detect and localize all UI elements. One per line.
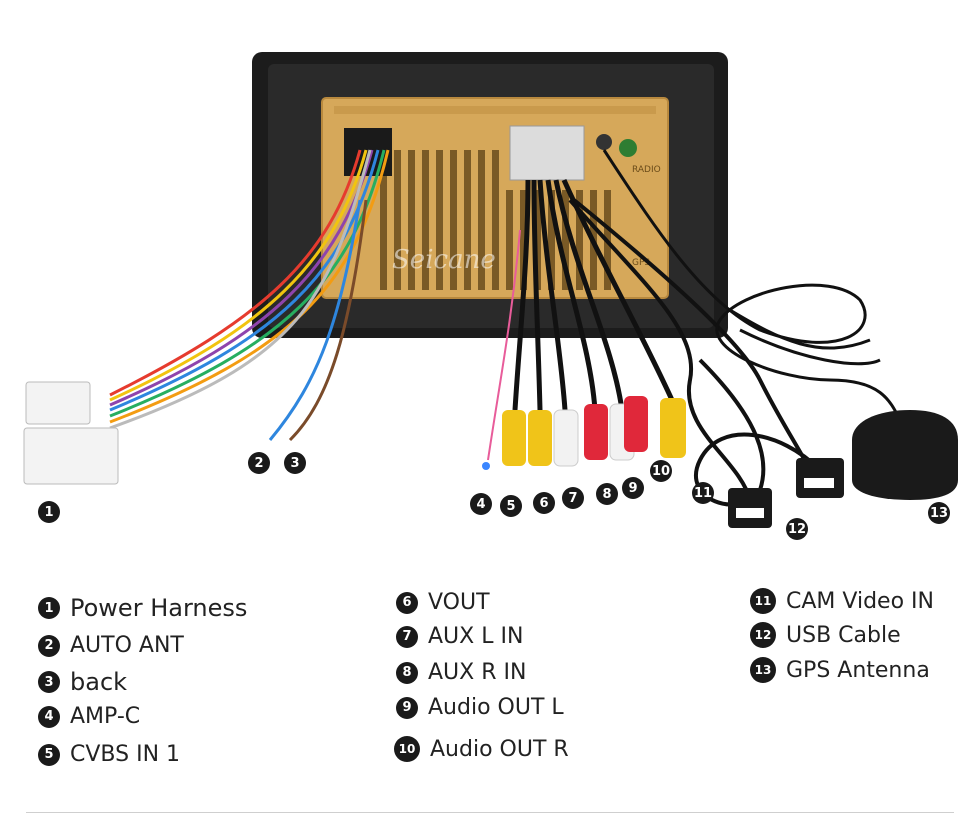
legend-label: USB Cable bbox=[786, 622, 901, 648]
callout-9: 9 bbox=[622, 477, 644, 499]
legend-number: 9 bbox=[396, 696, 418, 719]
watermark: Seicane bbox=[392, 245, 496, 275]
legend-item-11: 11 CAM Video IN bbox=[750, 588, 934, 614]
legend-item-12: 12 USB Cable bbox=[750, 622, 901, 648]
legend-number: 8 bbox=[396, 661, 418, 684]
gps-cable bbox=[602, 149, 902, 421]
legend-number: 7 bbox=[396, 625, 418, 648]
rca-plugs bbox=[482, 396, 686, 470]
legend-label: AUTO ANT bbox=[70, 633, 184, 658]
legend-number: 4 bbox=[38, 705, 60, 728]
legend-item-10: 10 Audio OUT R bbox=[394, 736, 569, 762]
legend-number: 13 bbox=[750, 657, 776, 683]
legend-number: 10 bbox=[394, 736, 420, 762]
usb-cables bbox=[568, 198, 822, 507]
callout-2: 2 bbox=[248, 452, 270, 474]
radio-port bbox=[619, 139, 637, 157]
antenna-port bbox=[596, 134, 612, 150]
legend-item-9: 9 Audio OUT L bbox=[396, 695, 564, 720]
legend-item-13: 13 GPS Antenna bbox=[750, 657, 930, 683]
legend-label: Audio OUT L bbox=[428, 695, 564, 720]
callout-6: 6 bbox=[533, 492, 555, 514]
aux-connector bbox=[509, 125, 585, 181]
legend-label: VOUT bbox=[428, 590, 490, 615]
legend-label: back bbox=[70, 668, 128, 696]
legend-label: CAM Video IN bbox=[786, 588, 934, 614]
legend-number: 3 bbox=[38, 671, 60, 693]
callout-8: 8 bbox=[596, 483, 618, 505]
legend-number: 2 bbox=[38, 634, 60, 657]
legend-label: Audio OUT R bbox=[430, 736, 569, 762]
legend-label: AUX L IN bbox=[428, 624, 524, 649]
gps-label: GPS bbox=[632, 258, 650, 268]
legend-label: AUX R IN bbox=[428, 660, 527, 685]
legend-item-8: 8 AUX R IN bbox=[396, 660, 526, 685]
callout-7: 7 bbox=[562, 487, 584, 509]
callout-13: 13 bbox=[928, 502, 950, 524]
callout-1: 1 bbox=[38, 501, 60, 523]
callout-3: 3 bbox=[284, 452, 306, 474]
gps-antenna bbox=[852, 410, 958, 500]
harness-plugs bbox=[23, 381, 119, 485]
legend-item-5: 5 CVBS IN 1 bbox=[38, 742, 180, 767]
legend-item-6: 6 VOUT bbox=[396, 590, 490, 615]
radio-label: RADIO bbox=[632, 165, 661, 175]
legend-number: 11 bbox=[750, 588, 776, 614]
legend-item-1: 1 Power Harness bbox=[38, 594, 247, 622]
legend-item-4: 4 AMP-C bbox=[38, 704, 140, 729]
usb-plugs bbox=[728, 458, 844, 528]
legend-label: CVBS IN 1 bbox=[70, 742, 181, 767]
legend-item-3: 3 back bbox=[38, 668, 127, 696]
legend-number: 5 bbox=[38, 743, 60, 766]
legend-number: 1 bbox=[38, 597, 60, 619]
callout-4: 4 bbox=[470, 493, 492, 515]
legend-label: Power Harness bbox=[70, 594, 248, 622]
callout-10: 10 bbox=[650, 460, 672, 482]
legend-number: 12 bbox=[750, 622, 776, 648]
legend-label: GPS Antenna bbox=[786, 657, 930, 683]
legend-number: 6 bbox=[396, 591, 418, 614]
legend-item-2: 2 AUTO ANT bbox=[38, 633, 184, 658]
legend-label: AMP-C bbox=[70, 704, 141, 729]
callout-12: 12 bbox=[786, 518, 808, 540]
bottom-divider bbox=[26, 812, 954, 813]
legend-item-7: 7 AUX L IN bbox=[396, 624, 523, 649]
callout-11: 11 bbox=[692, 482, 714, 504]
power-harness-wires bbox=[109, 149, 390, 442]
callout-5: 5 bbox=[500, 495, 522, 517]
